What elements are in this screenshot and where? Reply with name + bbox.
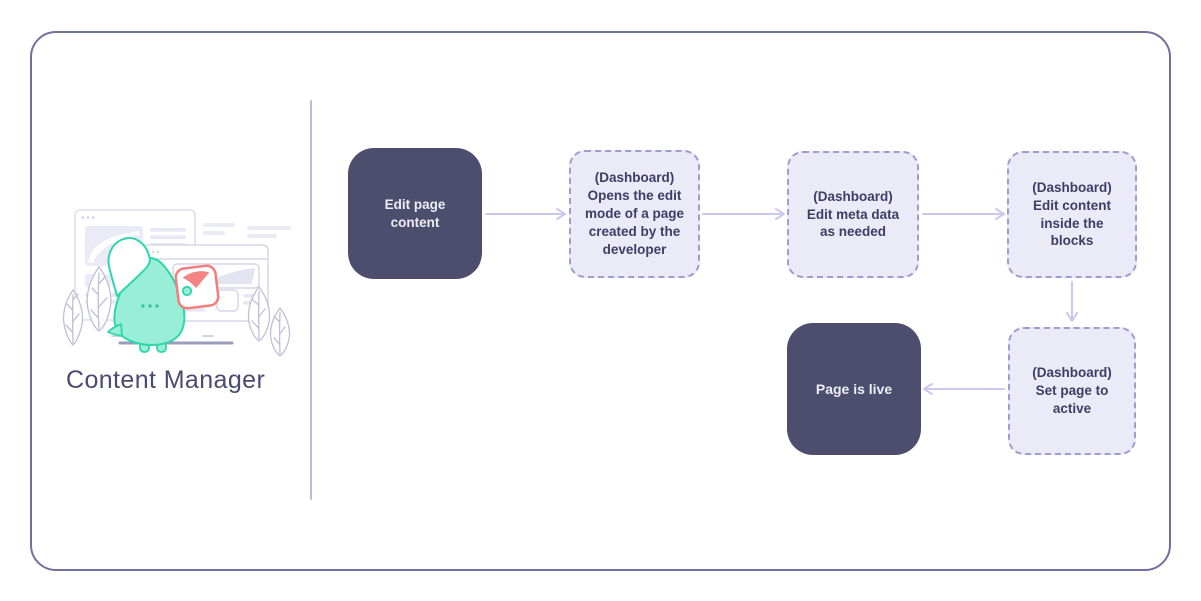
mascot <box>107 237 220 353</box>
mascot-wing <box>107 237 151 297</box>
mascot-hand <box>181 285 193 297</box>
page-card <box>174 264 220 310</box>
content-manager-illustration <box>62 209 291 357</box>
plant-left-sketch <box>62 265 112 346</box>
flow-node-edit-content-blocks: (Dashboard) Edit content inside the bloc… <box>1007 151 1137 278</box>
mascot-spike <box>107 323 123 337</box>
vertical-divider <box>310 100 312 500</box>
flow-node-open-edit-mode: (Dashboard) Opens the edit mode of a pag… <box>569 150 700 278</box>
flow-node-page-is-live: Page is live <box>787 323 921 455</box>
flow-node-edit-meta-data: (Dashboard) Edit meta data as needed <box>787 151 919 278</box>
flow-node-label: (Dashboard) Opens the edit mode of a pag… <box>584 170 684 257</box>
flow-node-set-page-active: (Dashboard) Set page to active <box>1008 327 1136 455</box>
flow-node-label: (Dashboard) Edit content inside the bloc… <box>1032 179 1112 249</box>
flow-node-edit-page-content: Edit page content <box>348 148 482 279</box>
flow-node-label: Page is live <box>815 380 893 397</box>
flow-node-label: Edit page content <box>384 196 446 230</box>
flow-node-label: (Dashboard) Edit meta data as needed <box>806 188 900 240</box>
flow-node-label: (Dashboard) Set page to active <box>1032 365 1112 416</box>
mascot-face-dots <box>141 304 159 308</box>
plant-right-sketch <box>247 285 291 357</box>
section-title: Content Manager <box>66 366 266 394</box>
